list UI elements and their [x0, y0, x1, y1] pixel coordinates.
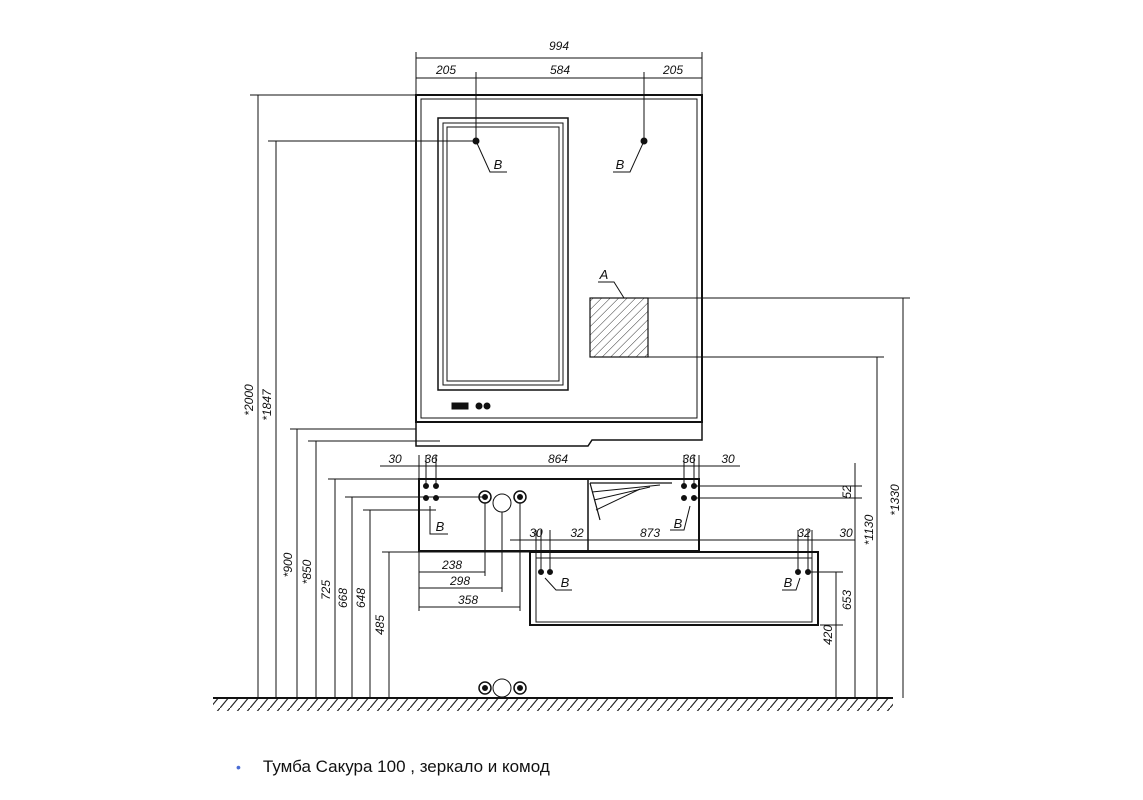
- dim-238: 238: [441, 558, 462, 572]
- dim-top-mid: 584: [550, 63, 570, 77]
- dim-height-1330: *1330: [888, 484, 902, 516]
- dim-36-left: 36: [424, 452, 438, 466]
- label-a: A: [599, 267, 609, 282]
- outlet-icon: [513, 681, 527, 695]
- dim-32-low-right: 32: [797, 526, 811, 540]
- floor-hatch: [213, 699, 893, 711]
- dim-30-left: 30: [388, 452, 402, 466]
- label-b: B: [494, 157, 503, 172]
- dim-top-left: 205: [435, 63, 456, 77]
- dim-358: 358: [458, 593, 478, 607]
- dim-height-850: *850: [300, 559, 314, 584]
- dim-height-485: 485: [373, 615, 387, 635]
- label-b: B: [436, 519, 445, 534]
- label-b: B: [561, 575, 570, 590]
- outlet-icon: [492, 678, 512, 698]
- outlet-icon: [478, 681, 492, 695]
- dim-height-725: 725: [319, 580, 333, 600]
- dim-864: 864: [548, 452, 568, 466]
- dim-873: 873: [640, 526, 660, 540]
- socket-area-a: [589, 297, 649, 358]
- caption: • Тумба Сакура 100 , зеркало и комод: [236, 757, 550, 777]
- dim-32-low-left: 32: [570, 526, 584, 540]
- mirror-cabinet: [415, 94, 703, 423]
- dim-height-653: 653: [840, 590, 854, 610]
- dim-height-52: 52: [840, 485, 854, 499]
- dim-height-1130: *1130: [862, 514, 876, 545]
- switch-icon: [451, 402, 469, 410]
- dim-height-668: 668: [336, 588, 350, 608]
- outlet-icon: [492, 493, 512, 513]
- dim-height-420: 420: [821, 625, 835, 645]
- dim-36-right: 36: [682, 452, 696, 466]
- dim-height-2000: *2000: [242, 384, 256, 416]
- label-b: B: [616, 157, 625, 172]
- dim-top-right: 205: [662, 63, 683, 77]
- dim-298: 298: [449, 574, 470, 588]
- dim-30-low-right: 30: [839, 526, 853, 540]
- dim-30-low-left: 30: [529, 526, 543, 540]
- vanity-unit: [529, 551, 819, 626]
- label-b: B: [784, 575, 793, 590]
- mirror-glass: [437, 117, 569, 391]
- dim-top-width: 994: [549, 39, 569, 53]
- dim-height-900: *900: [281, 552, 295, 577]
- dim-height-1847: *1847: [260, 388, 274, 421]
- dim-30-right: 30: [721, 452, 735, 466]
- dim-height-648: 648: [354, 588, 368, 608]
- caption-text: Тумба Сакура 100 , зеркало и комод: [262, 757, 550, 776]
- bullet-icon: •: [236, 759, 241, 775]
- label-b: B: [674, 516, 683, 531]
